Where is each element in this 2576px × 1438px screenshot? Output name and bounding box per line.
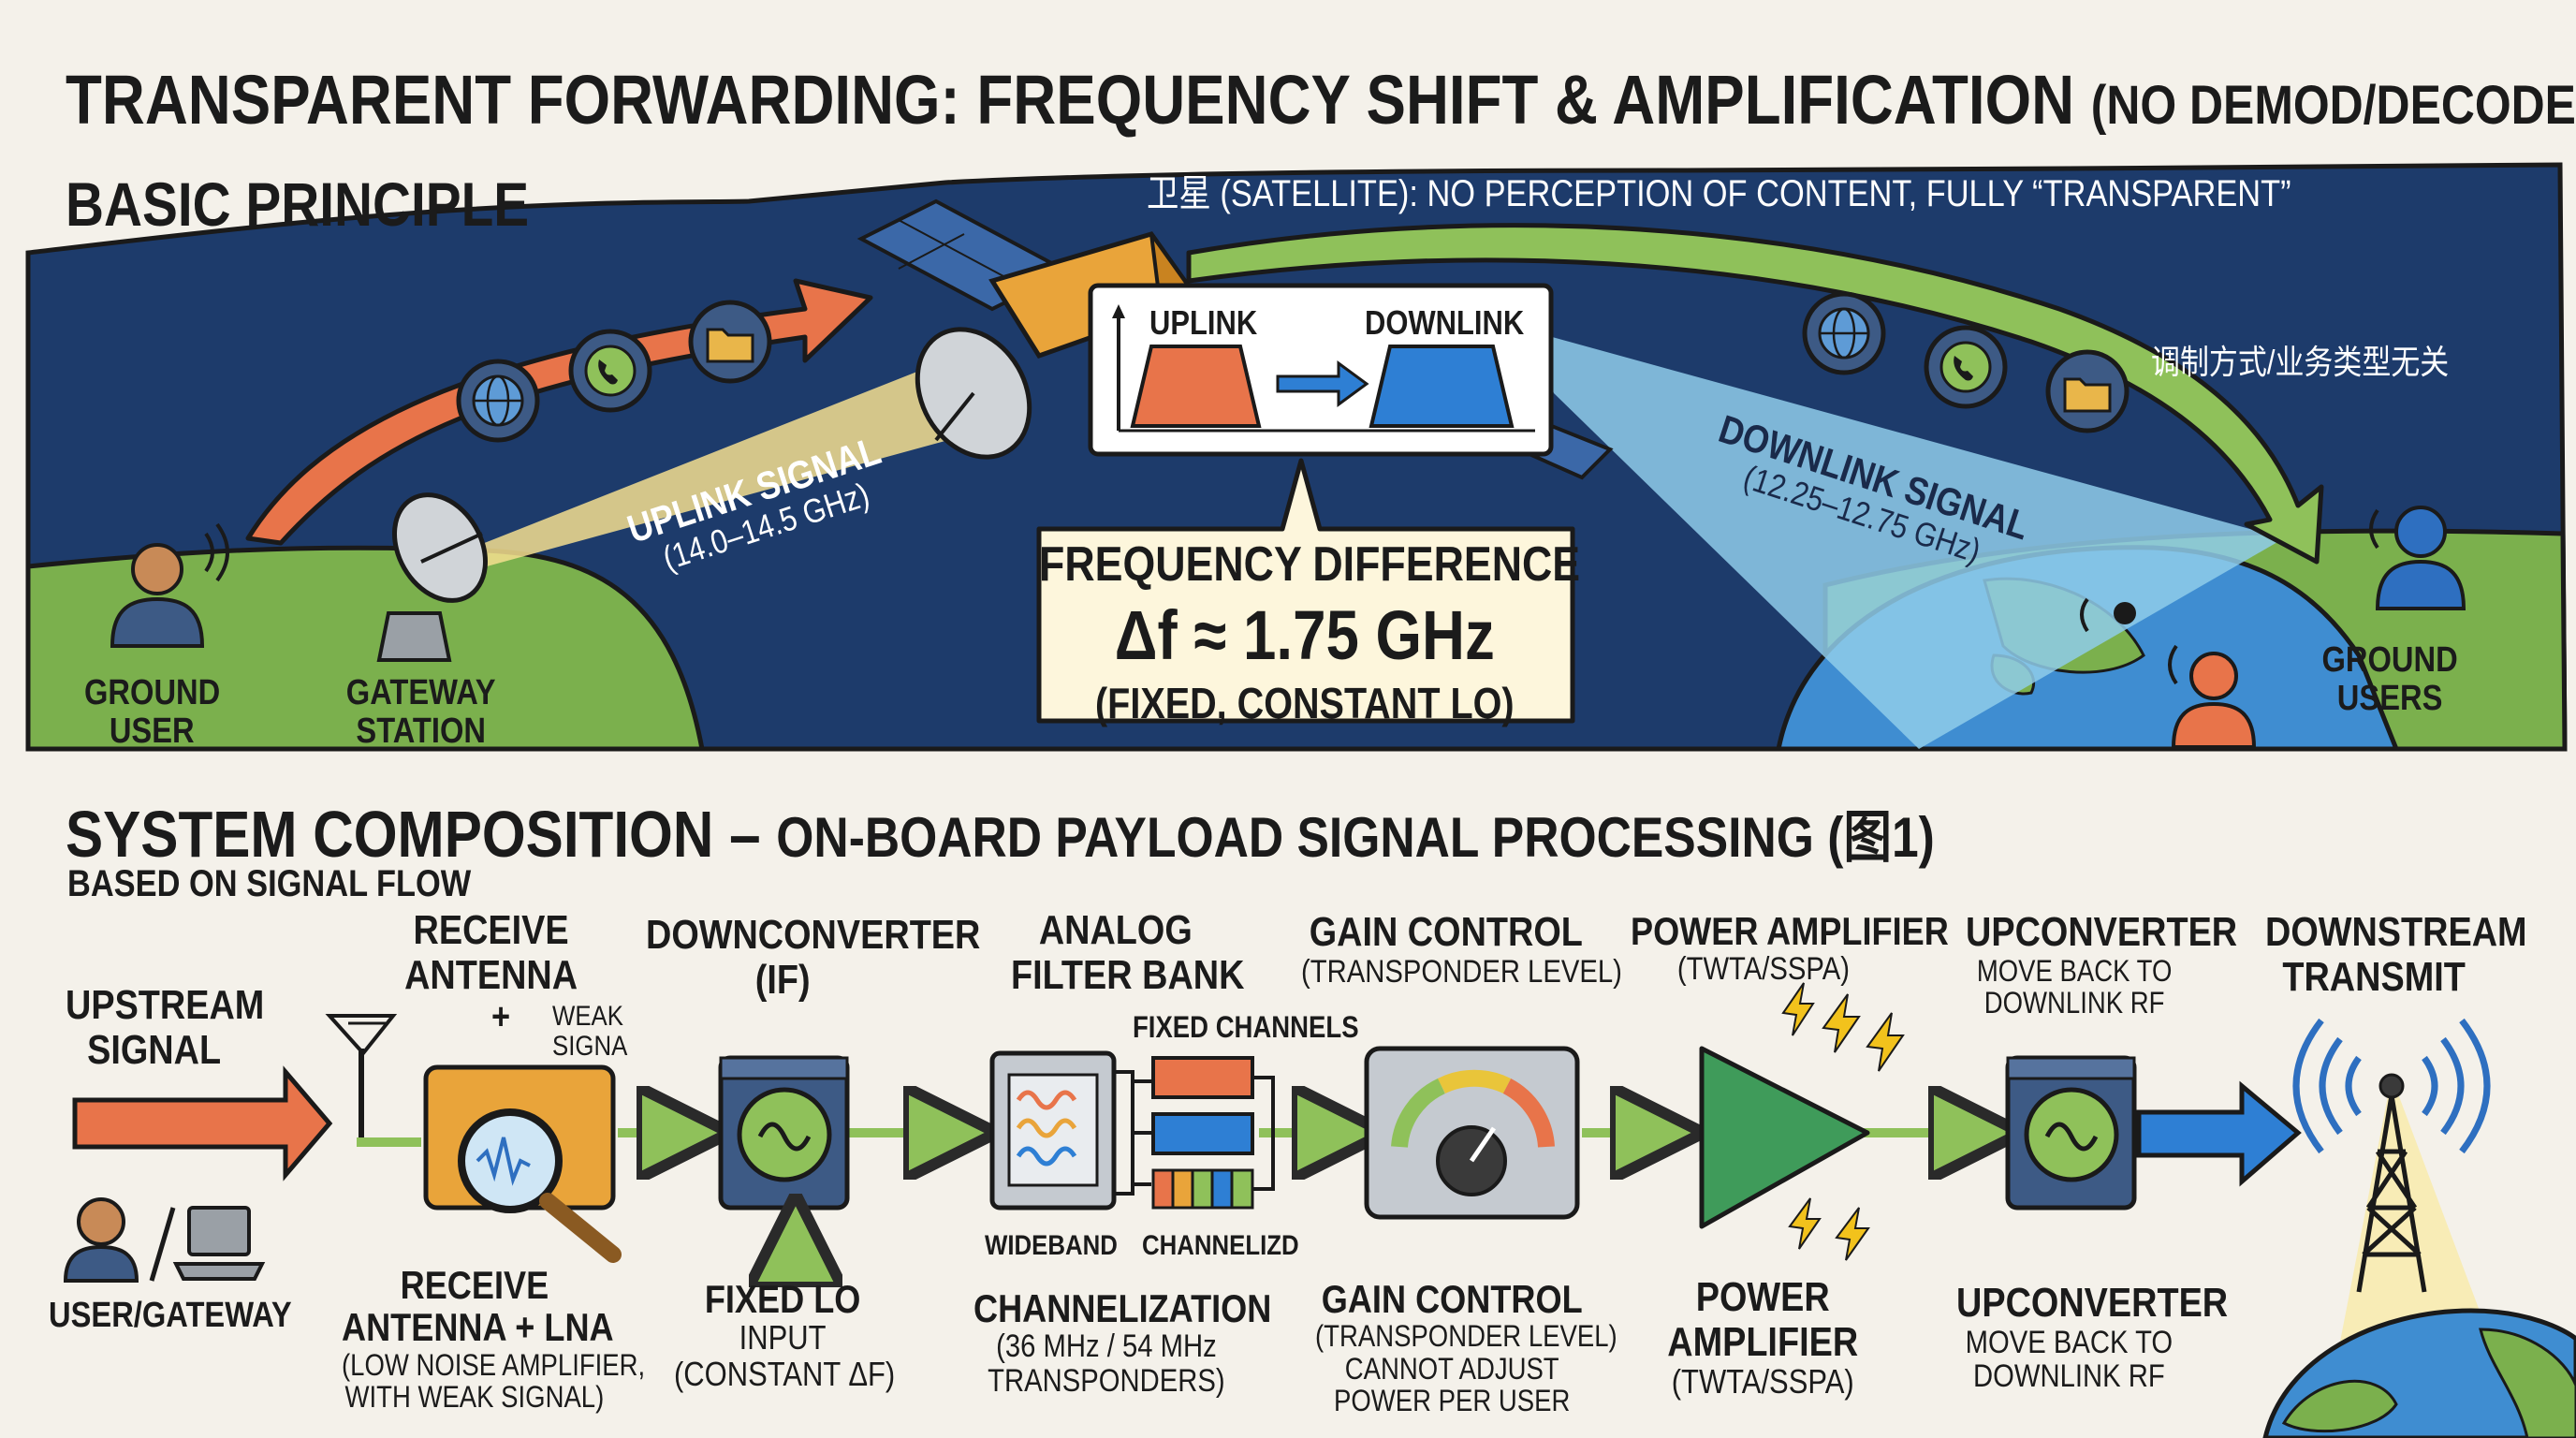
gauge-icon (1364, 1046, 1580, 1220)
channelized-label: CHANNELIZD (1142, 1230, 1299, 1261)
person-icon (2168, 644, 2257, 749)
downstream-arrow (2136, 1080, 2302, 1187)
globe-icon (1802, 291, 1886, 375)
title-main: TRANSPARENT FORWARDING: FREQUENCY SHIFT … (66, 61, 2075, 139)
user-gateway-label: USER/GATEWAY (49, 1296, 292, 1335)
folder-icon (2045, 349, 2130, 433)
satellite-note: 卫星 (SATELLITE): NO PERCEPTION OF CONTENT… (1147, 173, 2291, 214)
shift-arrow (1276, 360, 1369, 407)
downconverter-bottom: FIXED LO INPUT (CONSTANT ΔF) (674, 1277, 896, 1394)
uplink-beam (473, 360, 983, 566)
downstream-label: DOWNSTREAM TRANSMIT (2265, 909, 2527, 1000)
frequency-difference-box: FREQUENCY DIFFERENCE Δf ≈ 1.75 GHz (FIXE… (1039, 537, 1581, 728)
modulation-note: 调制方式/业务类型无关 (2151, 343, 2450, 381)
gain-control-bottom: GAIN CONTROL (TRANSPONDER LEVEL) CANNOT … (1315, 1277, 1617, 1418)
downlink-arrow (1186, 223, 2324, 565)
uplink-band-label: UPLINK (1149, 303, 1258, 342)
downconverter-box (718, 1055, 850, 1211)
freq-callout (1036, 458, 1575, 724)
downlink-band-label: DOWNLINK (1365, 303, 1525, 342)
amplifier-triangle-icon (1699, 1046, 1870, 1229)
upconverter-top: UPCONVERTER MOVE BACK TO DOWNLINK RF (1966, 909, 2238, 1020)
filter-bank (989, 1050, 1275, 1211)
weak-signal-label: WEAK SIGNA (552, 1001, 628, 1063)
dish-icon (376, 492, 488, 662)
filter-bank-bottom: CHANNELIZATION (36 MHz / 54 MHz TRANSPON… (973, 1286, 1272, 1400)
phone-icon (568, 329, 652, 413)
tower-icon (2292, 1018, 2491, 1293)
title-note: (NO DEMOD/DECODE) (2090, 75, 2576, 136)
upconverter-bottom: UPCONVERTER MOVE BACK TO DOWNLINK RF (1956, 1280, 2229, 1395)
filter-bank-top: ANALOG FILTER BANK (1011, 907, 1245, 998)
receive-antenna-bottom: RECEIVE ANTENNA + LNA (LOW NOISE AMPLIFI… (342, 1263, 646, 1415)
person-icon (2369, 506, 2466, 610)
wideband-label: WIDEBAND (985, 1230, 1118, 1261)
downlink-band (1368, 345, 1515, 428)
laptop-icon (172, 1206, 266, 1281)
globe-icon (456, 359, 540, 443)
gain-control-top: GAIN CONTROL (TRANSPONDER LEVEL) (1301, 909, 1622, 990)
power-amplifier-bottom: POWER AMPLIFIER (TWTA/SSPA) (1667, 1274, 1859, 1401)
power-amplifier-top: POWER AMPLIFIER (TWTA/SSPA) (1631, 909, 1949, 988)
antenna-icon (325, 1014, 421, 1147)
gateway-station-label: GATEWAY STATION (345, 673, 496, 752)
upstream-arrow (72, 1065, 333, 1181)
uplink-band (1130, 345, 1262, 428)
folder-icon (688, 300, 772, 384)
downlink-beam (1535, 332, 2284, 749)
plus-label: + (491, 996, 511, 1037)
dish-icon (915, 327, 1032, 460)
page-title: TRANSPARENT FORWARDING: FREQUENCY SHIFT … (66, 60, 2576, 139)
ground-users-label: GROUND USERS (2321, 640, 2458, 719)
upstream-label: UPSTREAM SIGNAL (66, 982, 265, 1073)
system-composition-heading: SYSTEM COMPOSITION – ON-BOARD PAYLOAD SI… (66, 798, 1935, 871)
fixed-channels-label: FIXED CHANNELS (1133, 1010, 1359, 1044)
system-composition-subheading: BASED ON SIGNAL FLOW (67, 863, 472, 904)
downconverter-top: DOWNCONVERTER (IF) (646, 912, 981, 1003)
lightning-icon (1781, 982, 1905, 1261)
upconverter-box (2005, 1055, 2137, 1211)
person-icon (2080, 597, 2136, 633)
lna-box (423, 1064, 622, 1263)
phone-icon (1924, 325, 2008, 409)
person-icon (63, 1197, 139, 1283)
person-icon (110, 522, 229, 648)
receive-antenna-top: RECEIVE ANTENNA (404, 907, 578, 998)
basic-principle-heading: BASIC PRINCIPLE (66, 169, 530, 239)
ground-user-label: GROUND USER (84, 673, 221, 752)
